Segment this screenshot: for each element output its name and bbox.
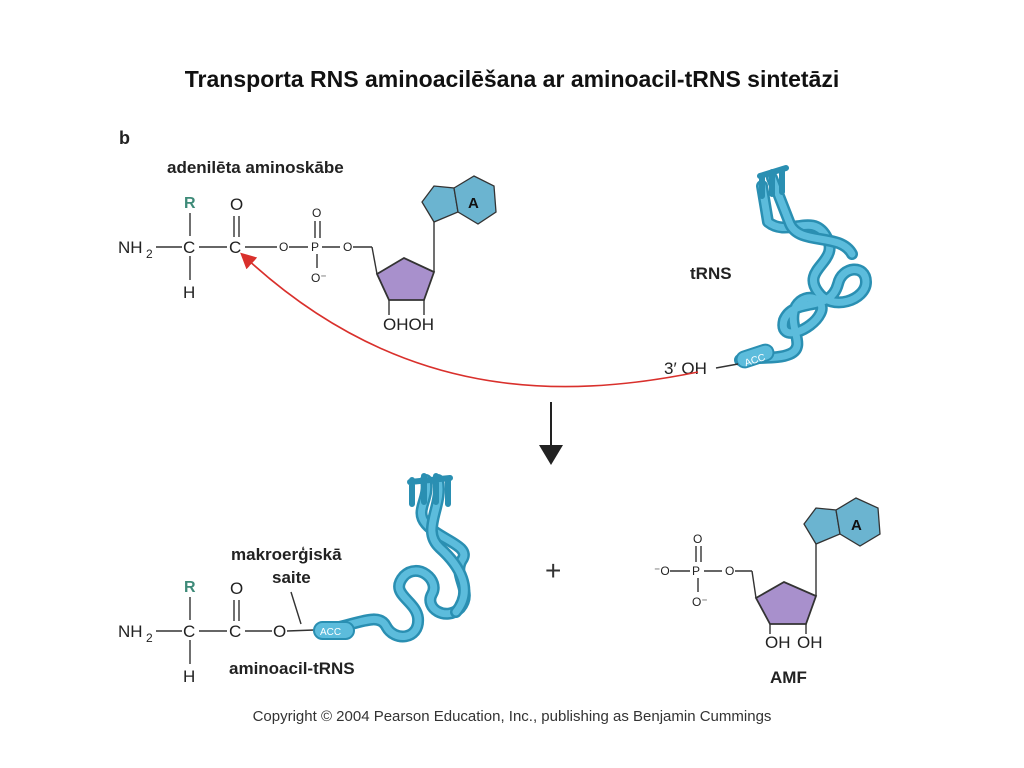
anticodon-loop	[757, 165, 789, 199]
macroergic-bond-label-line2: saite	[272, 568, 311, 587]
anticodon-loop-bottom	[407, 473, 453, 507]
ribose-hydroxyl-right: OH	[797, 633, 823, 652]
phosphorus: P	[692, 564, 700, 578]
trna-backbone-bottom-highlight	[318, 476, 469, 640]
alpha-hydrogen: H	[183, 667, 195, 686]
phosphorus: P	[311, 240, 319, 254]
amp-molecule: ⁻O P O O⁻ O OH OH A	[654, 497, 881, 652]
adenine-pentagon	[803, 507, 841, 545]
alpha-carbon: C	[183, 622, 195, 641]
transfer-arrow	[240, 252, 699, 388]
phosphate-oxygen-minus: O⁻	[311, 271, 327, 285]
carbonyl-oxygen: O	[230, 579, 243, 598]
macroergic-bond-label-line1: makroerģiskā	[231, 545, 342, 564]
alpha-hydrogen: H	[183, 283, 195, 302]
macroergic-bond-pointer	[290, 591, 302, 625]
bond	[751, 570, 757, 599]
adenine-pentagon	[421, 185, 459, 223]
adenylated-amino-acid: NH 2 C R H C O O P O O⁻ O OHOH A	[118, 175, 497, 334]
aminoacyl-trna-label: aminoacil-tRNS	[229, 659, 355, 678]
three-prime-oh-label: 3′ OH	[664, 359, 707, 378]
plus-sign: +	[545, 555, 561, 586]
trna-label: tRNS	[690, 264, 732, 283]
alpha-carbon: C	[183, 238, 195, 257]
ester-oxygen: O	[725, 564, 734, 578]
trna-arm-highlight	[768, 174, 856, 258]
r-group: R	[184, 195, 196, 212]
amp-label: AMF	[770, 668, 807, 687]
acc-label-bottom: ACC	[320, 627, 341, 638]
phosphate-oxygen-top: O	[312, 206, 321, 220]
phosphate-oxygen-minus-left: ⁻O	[654, 564, 670, 578]
copyright-notice: Copyright © 2004 Pearson Education, Inc.…	[252, 708, 772, 725]
acc-end-top	[735, 343, 775, 369]
phosphate-oxygen-top: O	[693, 532, 702, 546]
page-title: Transporta RNS aminoacilēšana ar aminoac…	[184, 66, 840, 92]
bond	[715, 363, 739, 369]
adenine-hexagon	[835, 497, 881, 547]
nh2-group: NH	[118, 238, 143, 257]
ribose-hydroxyls: OHOH	[383, 315, 434, 334]
trna-backbone-highlight	[736, 182, 870, 364]
trna-molecule: ACC 3′ OH	[664, 165, 872, 378]
adenylated-amino-acid-label: adenilēta aminoskābe	[167, 158, 344, 177]
bridge-oxygen: O	[279, 240, 288, 254]
nh2-subscript: 2	[146, 247, 153, 261]
nh2-group: NH	[118, 622, 143, 641]
adenine-base-letter: A	[468, 195, 479, 212]
phosphate-oxygen-minus-bottom: O⁻	[692, 595, 708, 609]
carbonyl-oxygen: O	[230, 195, 243, 214]
bond	[371, 246, 378, 275]
carbonyl-carbon: C	[229, 238, 241, 257]
r-group: R	[184, 579, 196, 596]
ester-oxygen: O	[273, 622, 286, 641]
aminoacyl-trna: NH 2 C R H C O O ACC	[118, 473, 471, 686]
adenine-base-letter: A	[851, 517, 862, 534]
ribose-pentagon	[375, 256, 436, 301]
ester-oxygen: O	[343, 240, 352, 254]
acc-end-bottom	[313, 621, 355, 640]
nh2-subscript: 2	[146, 631, 153, 645]
adenine-hexagon	[453, 175, 497, 225]
bond	[286, 629, 315, 632]
panel-letter: b	[119, 128, 130, 148]
carbonyl-carbon: C	[229, 622, 241, 641]
ribose-pentagon	[754, 580, 818, 625]
ribose-hydroxyl-left: OH	[765, 633, 791, 652]
